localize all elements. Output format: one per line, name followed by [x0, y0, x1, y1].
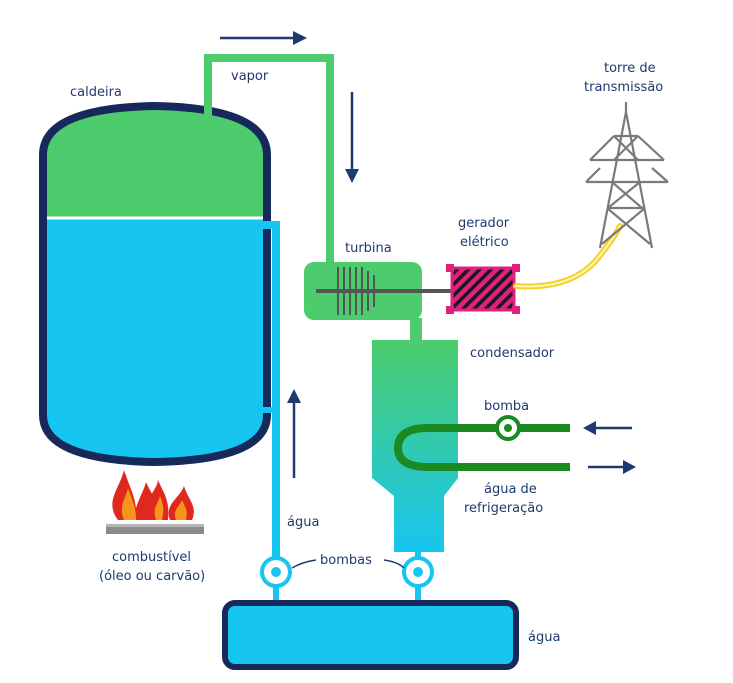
power-cable [513, 223, 623, 290]
boiler [39, 101, 271, 467]
turbine [304, 262, 458, 320]
tower-label-line1: torre de [604, 61, 656, 76]
flow-arrow-icon [588, 460, 636, 474]
transmission-tower-icon [585, 102, 669, 249]
cooling-water-label-line1: água de [484, 482, 537, 497]
flow-arrow-icon [583, 421, 632, 435]
pump-label: bomba [484, 399, 529, 414]
pumps-label: bombas [320, 553, 372, 568]
boiler-label: caldeira [70, 85, 122, 100]
generator-label-line2: elétrico [460, 235, 509, 250]
tank-water-label: água [528, 630, 560, 645]
cooling-loop [393, 424, 570, 471]
fuel-label-line1: combustível [112, 550, 191, 565]
flame-icon [106, 470, 204, 534]
water-tank [222, 600, 519, 670]
condenser-label: condensador [470, 346, 555, 361]
flow-arrow-icon [220, 31, 307, 45]
condenser [372, 340, 458, 552]
tower-label-line2: transmissão [584, 80, 663, 95]
electric-generator [446, 264, 520, 314]
pump-icon [402, 556, 434, 588]
cooling-water-label-line2: refrigeração [464, 501, 543, 516]
steam-label: vapor [231, 69, 269, 84]
flow-arrow-icon [345, 92, 359, 183]
pump-icon [495, 415, 521, 441]
water-return-label: água [287, 515, 319, 530]
generator-label-line1: gerador [458, 216, 510, 231]
flow-arrow-icon [287, 389, 301, 478]
water-return-pipe [258, 221, 280, 568]
fuel-label-line2: (óleo ou carvão) [99, 569, 205, 584]
turbine-label: turbina [345, 241, 392, 256]
pump-icon [260, 556, 292, 588]
steam-pipe [204, 54, 334, 270]
